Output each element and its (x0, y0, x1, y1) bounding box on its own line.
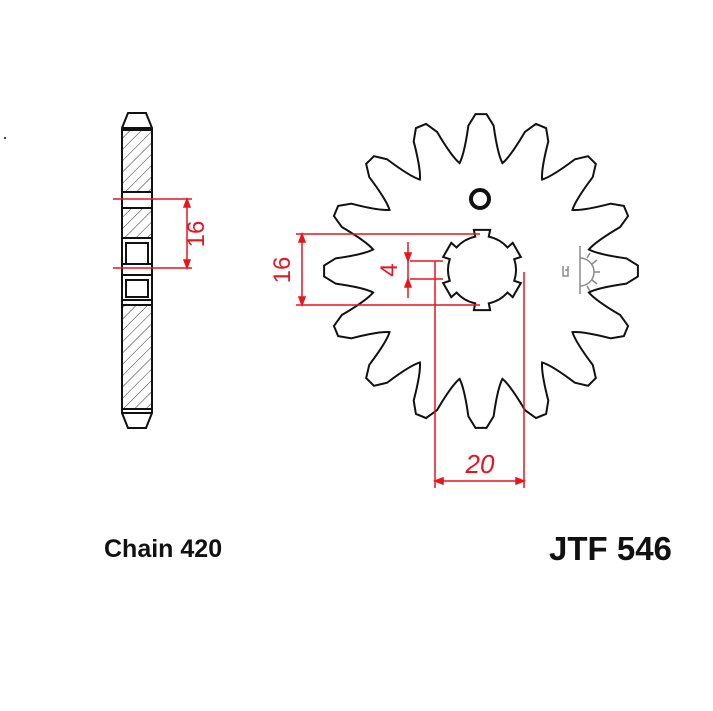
spline-hub (441, 228, 523, 312)
side-view (121, 112, 153, 429)
dot-mark (4, 137, 6, 139)
chain-label: Chain 420 (104, 535, 223, 563)
mounting-hole (469, 188, 491, 210)
spline-height-label: 16 (269, 257, 296, 284)
side-width-label: 16 (183, 221, 210, 248)
side-width-dimension (113, 196, 192, 271)
part-number: JTF 546 (549, 530, 672, 567)
spline-diameter-label: 20 (465, 449, 495, 479)
brand-logo-icon (562, 246, 600, 294)
spline-dimensions (296, 231, 527, 488)
spline-width-label: 4 (376, 263, 403, 276)
